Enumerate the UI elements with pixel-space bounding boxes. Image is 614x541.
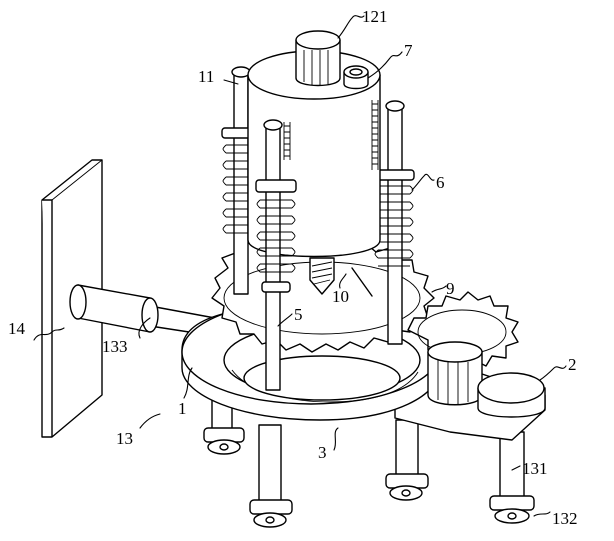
callout-13: 13	[116, 429, 133, 448]
callout-133: 133	[102, 337, 128, 356]
callout-9: 9	[446, 279, 455, 298]
front-rod	[255, 119, 297, 391]
leader-lines	[33, 15, 567, 517]
caster-left-back	[203, 427, 245, 455]
top-motor	[295, 30, 341, 87]
callout-7: 7	[404, 41, 413, 60]
callout-10: 10	[332, 287, 349, 306]
horizontal-rod	[69, 284, 216, 337]
callout-14: 14	[8, 319, 26, 338]
caster-left-front	[249, 499, 293, 528]
callout-132: 132	[552, 509, 578, 528]
caster-right	[489, 495, 535, 524]
callout-labels: 121 7 11 6 9 10 5 14 133 2 1 13 3 131 13…	[8, 7, 578, 528]
drill-bit	[309, 257, 373, 297]
callout-5: 5	[294, 305, 303, 324]
caster-middle	[385, 473, 429, 501]
callout-2: 2	[568, 355, 577, 374]
callout-131: 131	[522, 459, 548, 478]
gear-motor	[427, 341, 483, 406]
callout-6: 6	[436, 173, 445, 192]
inlet-pipe	[343, 65, 369, 90]
drive-motor	[477, 372, 546, 418]
callout-121: 121	[362, 7, 388, 26]
callout-3: 3	[318, 443, 327, 462]
callout-1: 1	[178, 399, 187, 418]
caster-wheels	[203, 427, 535, 528]
callout-11: 11	[198, 67, 214, 86]
